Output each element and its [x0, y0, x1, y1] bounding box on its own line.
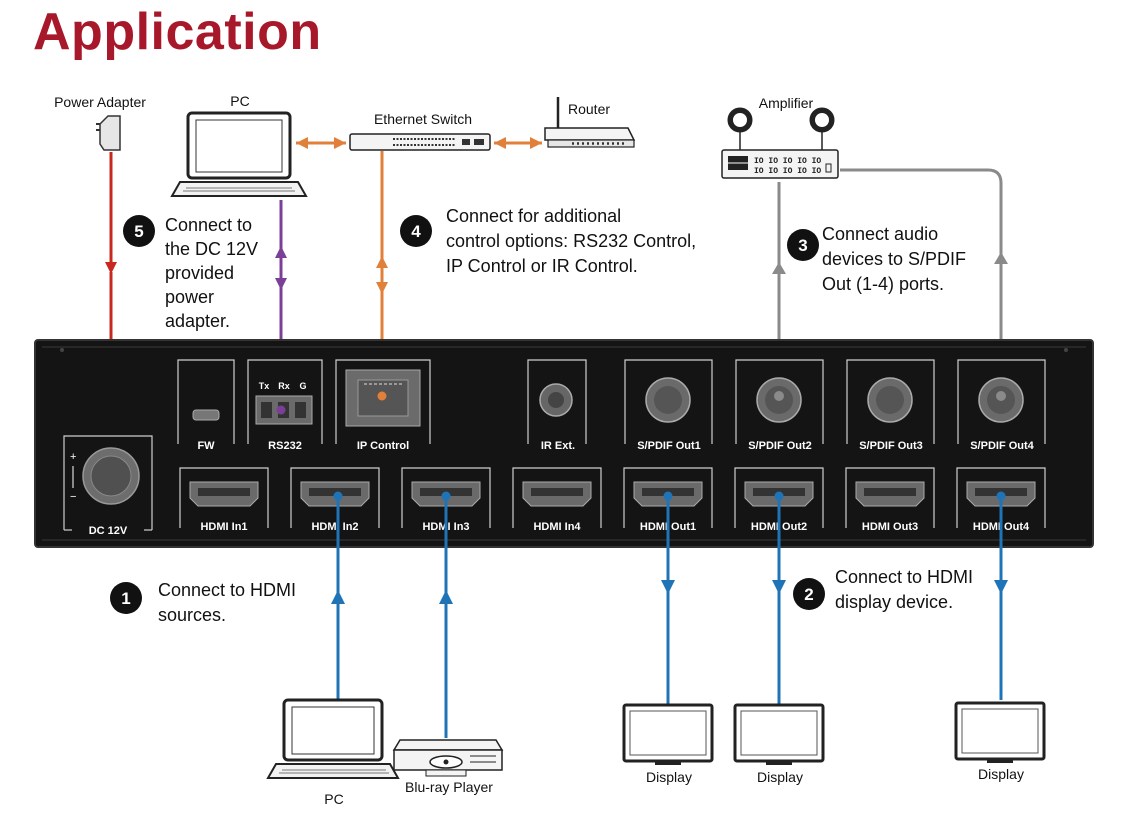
router-label: Router	[568, 101, 610, 117]
step-4-line-2: control options: RS232 Control,	[446, 231, 696, 251]
step-5-line-4: power	[165, 287, 214, 307]
audio-cable-out4	[840, 168, 1003, 396]
hdmi-out3-port: HDMI Out3	[845, 467, 935, 533]
ethernet-switch-label: Ethernet Switch	[374, 111, 472, 127]
amplifier-icon: IO IO IO IO IO IO IO IO IO IO	[721, 107, 839, 179]
svg-text:IO IO IO IO IO: IO IO IO IO IO	[754, 167, 821, 176]
svg-text:+: +	[70, 451, 76, 463]
hdmi-in1-port: HDMI In1	[179, 467, 269, 533]
display-2-label: Display	[757, 769, 803, 785]
ethernet-switch-icon	[349, 133, 491, 151]
hdmi-in4-port: HDMI In4	[512, 467, 602, 533]
step-1-number: 1	[121, 589, 130, 608]
router-icon	[544, 97, 636, 148]
svg-text:−: −	[70, 491, 76, 503]
step-5-number: 5	[134, 222, 143, 241]
display-2-icon	[733, 703, 825, 765]
bluray-label: Blu-ray Player	[405, 779, 493, 795]
rs232-tx-label: Tx	[259, 381, 270, 391]
step-5-line-2: the DC 12V	[165, 239, 258, 259]
step-5-line-1: Connect to	[165, 215, 252, 235]
bluray-player-icon	[392, 739, 504, 777]
display-3-icon	[954, 701, 1046, 763]
hdmi-input-cables	[331, 491, 453, 738]
step-3-line-2: devices to S/PDIF	[822, 249, 966, 269]
power-adapter-icon	[96, 115, 121, 151]
step-5-line-3: provided	[165, 263, 234, 283]
step-5-callout: 5 Connect to the DC 12V provided power a…	[123, 215, 258, 331]
pc-laptop-icon	[170, 111, 308, 197]
svg-text:IO IO IO IO IO: IO IO IO IO IO	[754, 157, 821, 166]
fw-port-label: FW	[197, 440, 215, 452]
rs232-rx-label: Rx	[278, 381, 290, 391]
step-4-line-1: Connect for additional	[446, 206, 621, 226]
rs232-g-label: G	[299, 381, 306, 391]
ip-control-port-label: IP Control	[357, 440, 409, 452]
power-adapter-label: Power Adapter	[54, 94, 146, 110]
step-3-line-1: Connect audio	[822, 224, 938, 244]
step-4-number: 4	[411, 222, 421, 241]
hdmi-in4-label: HDMI In4	[533, 521, 581, 533]
rs232-arrow-up	[275, 246, 287, 258]
step-1-callout: 1 Connect to HDMI sources.	[110, 580, 296, 625]
rs232-arrow-down	[275, 278, 287, 290]
pc-bottom-label: PC	[324, 791, 343, 807]
step-3-line-3: Out (1-4) ports.	[822, 274, 944, 294]
spdif-out2-label: S/PDIF Out2	[748, 440, 812, 452]
matrix-rear-panel: + − DC 12V FW Tx Rx G RS232 IP Control I…	[34, 339, 1094, 548]
step-2-line-1: Connect to HDMI	[835, 567, 973, 587]
spdif-out4-label: S/PDIF Out4	[970, 440, 1034, 452]
step-3-number: 3	[798, 236, 807, 255]
step-4-line-3: IP Control or IR Control.	[446, 256, 638, 276]
hdmi-out3-label: HDMI Out3	[862, 521, 918, 533]
page-title: Application	[33, 3, 322, 61]
hdmi-output-cables	[661, 491, 1008, 704]
amplifier-label: Amplifier	[759, 95, 814, 111]
step-3-callout: 3 Connect audio devices to S/PDIF Out (1…	[787, 224, 966, 294]
display-1-label: Display	[646, 769, 692, 785]
pc-top-label: PC	[230, 93, 249, 109]
dc-port-label: DC 12V	[89, 525, 128, 537]
step-1-line-1: Connect to HDMI	[158, 580, 296, 600]
step-2-callout: 2 Connect to HDMI display device.	[793, 567, 973, 612]
display-3-label: Display	[978, 766, 1024, 782]
step-4-callout: 4 Connect for additional control options…	[400, 206, 696, 276]
hdmi-in1-label: HDMI In1	[200, 521, 247, 533]
pc-bottom-laptop-icon	[266, 698, 400, 779]
ir-ext-port-label: IR Ext.	[541, 440, 575, 452]
step-2-line-2: display device.	[835, 592, 953, 612]
step-1-line-2: sources.	[158, 605, 226, 625]
display-1-icon	[622, 703, 714, 765]
step-5-line-5: adapter.	[165, 311, 230, 331]
rs232-port-label: RS232	[268, 440, 302, 452]
spdif-out3-label: S/PDIF Out3	[859, 440, 923, 452]
spdif-out1-label: S/PDIF Out1	[637, 440, 701, 452]
hdmi-in2-label: HDMI In2	[311, 521, 358, 533]
step-2-number: 2	[804, 585, 813, 604]
